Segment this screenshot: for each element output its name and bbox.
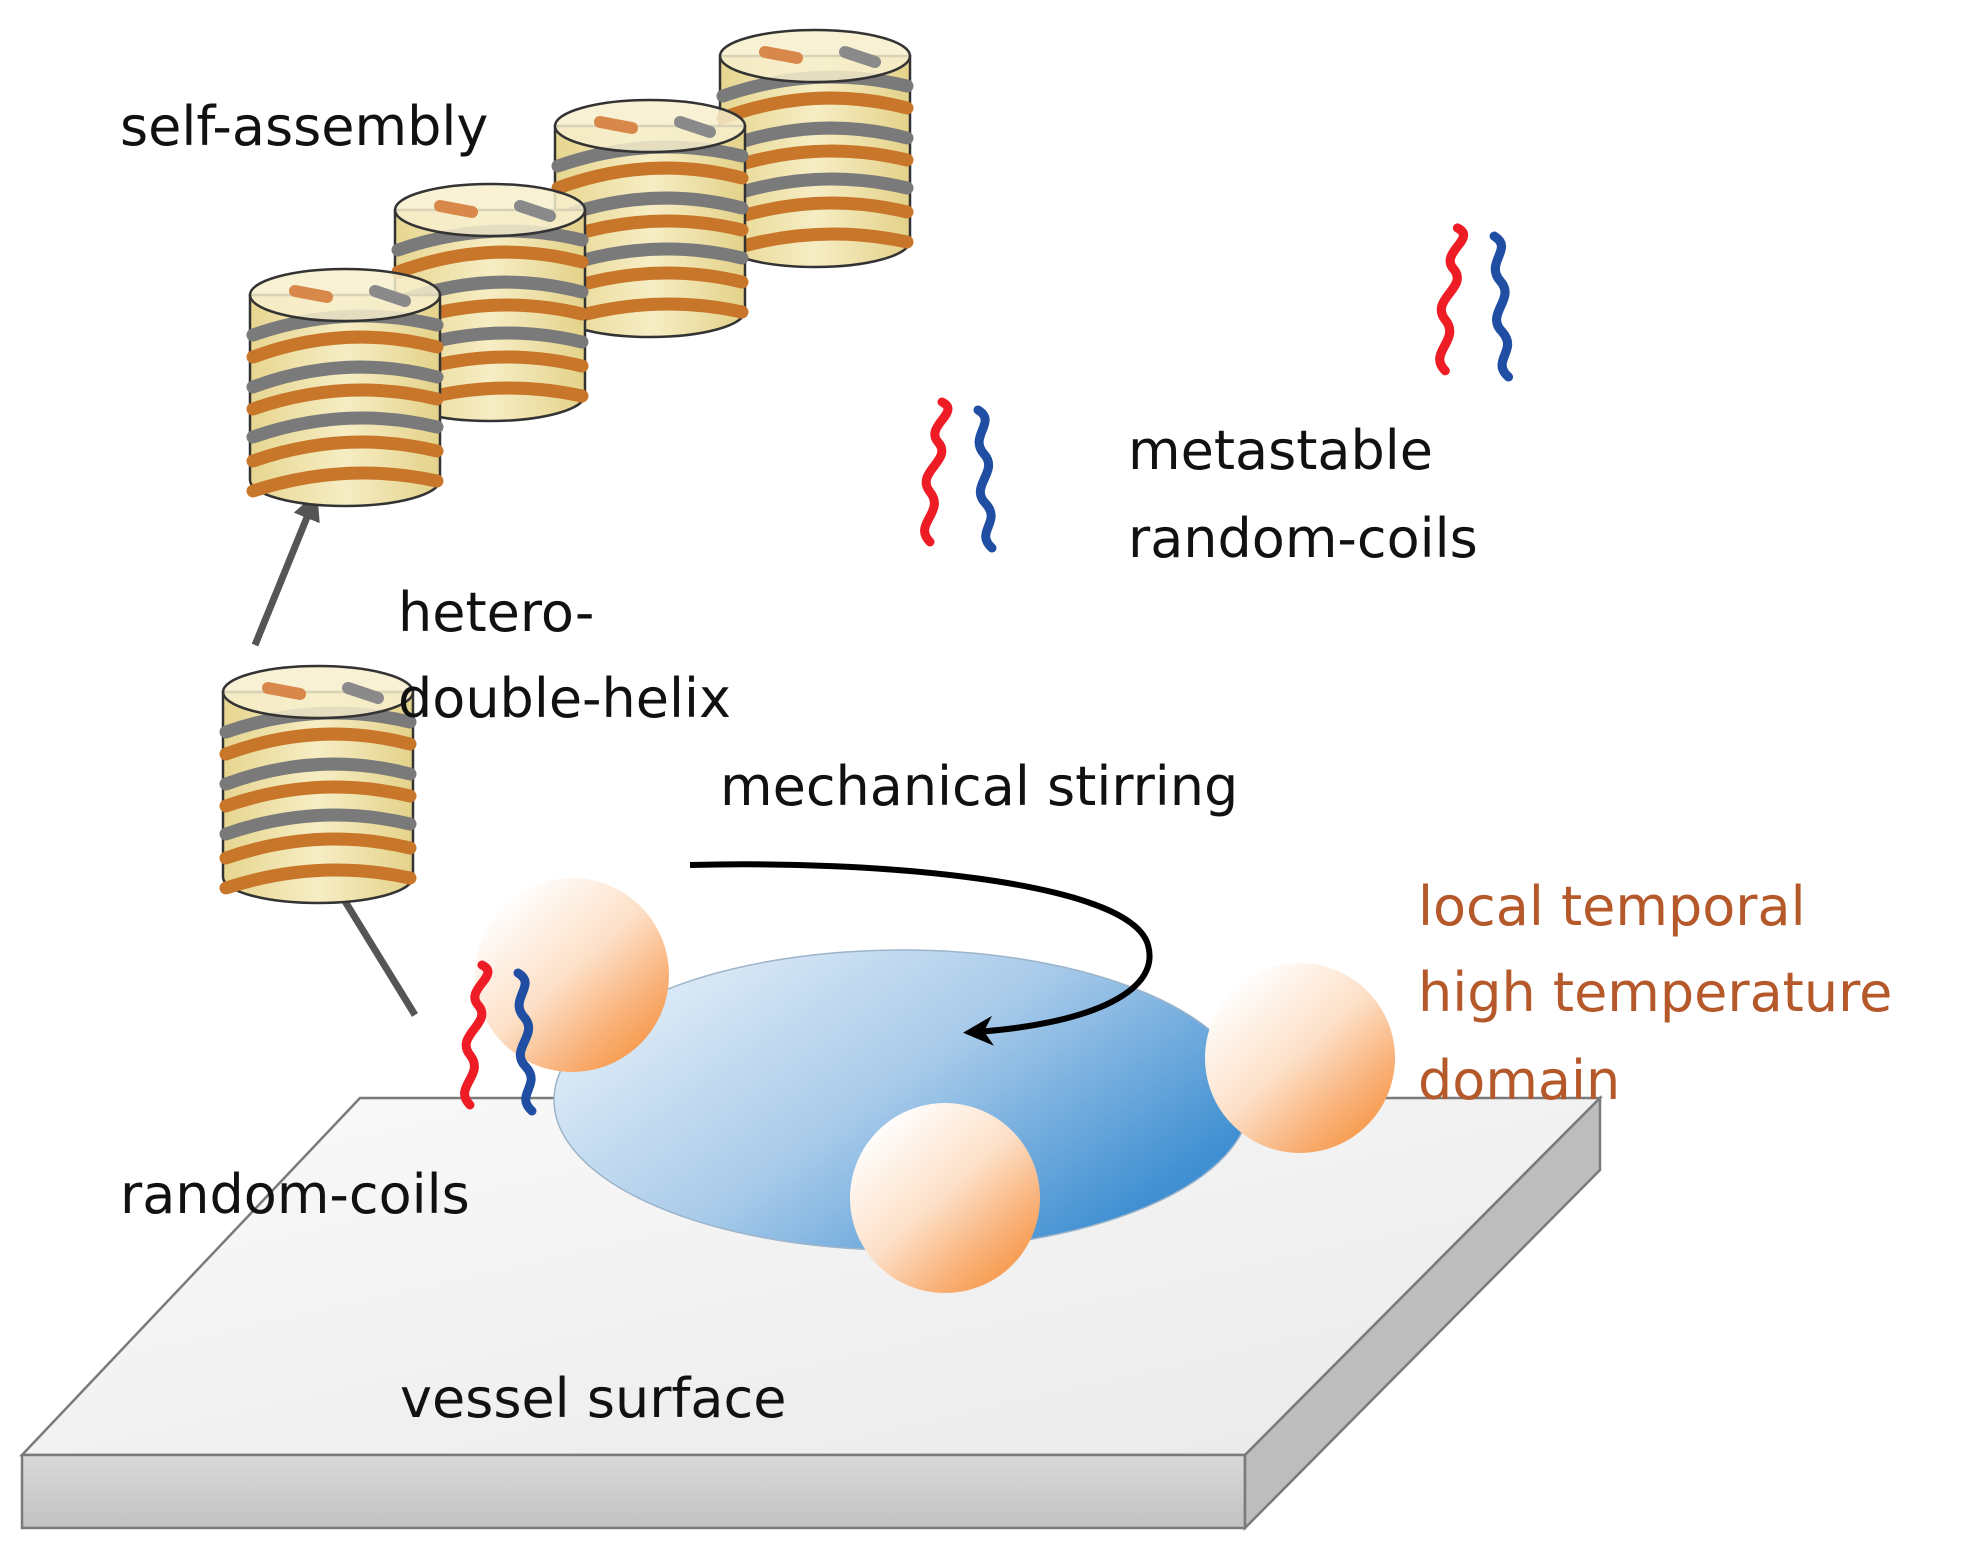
hot-domain-sphere-upper-left: [475, 878, 669, 1072]
cylinder-icon-stack-4: [720, 30, 910, 267]
label-local-line3: domain: [1418, 1049, 1621, 1112]
stirring-arrow: [689, 861, 1153, 1046]
cylinder-icon-single: [223, 666, 413, 903]
label-local-line1: local temporal: [1418, 875, 1806, 938]
label-mechanical-stirring: mechanical stirring: [720, 755, 1239, 818]
label-metastable-line2: random-coils: [1128, 507, 1478, 570]
strand-pair-icon-top-right: [1440, 228, 1509, 377]
label-self-assembly: self-assembly: [120, 95, 489, 158]
label-metastable-line1: metastable: [1128, 419, 1433, 482]
arrow-coils-to-helix: [327, 873, 418, 1017]
arrow-helix-to-assembly: [251, 492, 320, 647]
hot-domain-sphere-bottom: [850, 1103, 1040, 1293]
label-local-line2: high temperature: [1418, 961, 1893, 1024]
hot-domain-sphere-right: [1205, 963, 1395, 1153]
label-hetero-line2: double-helix: [398, 667, 731, 730]
vessel-surface-slab: [19, 1094, 1604, 1532]
label-vessel-surface: vessel surface: [400, 1367, 787, 1430]
label-random-coils: random-coils: [120, 1163, 470, 1226]
strand-pair-icon-metastable: [925, 402, 992, 548]
cylinder-icon-stack-1: [250, 269, 440, 506]
label-hetero-line1: hetero-: [398, 581, 595, 644]
